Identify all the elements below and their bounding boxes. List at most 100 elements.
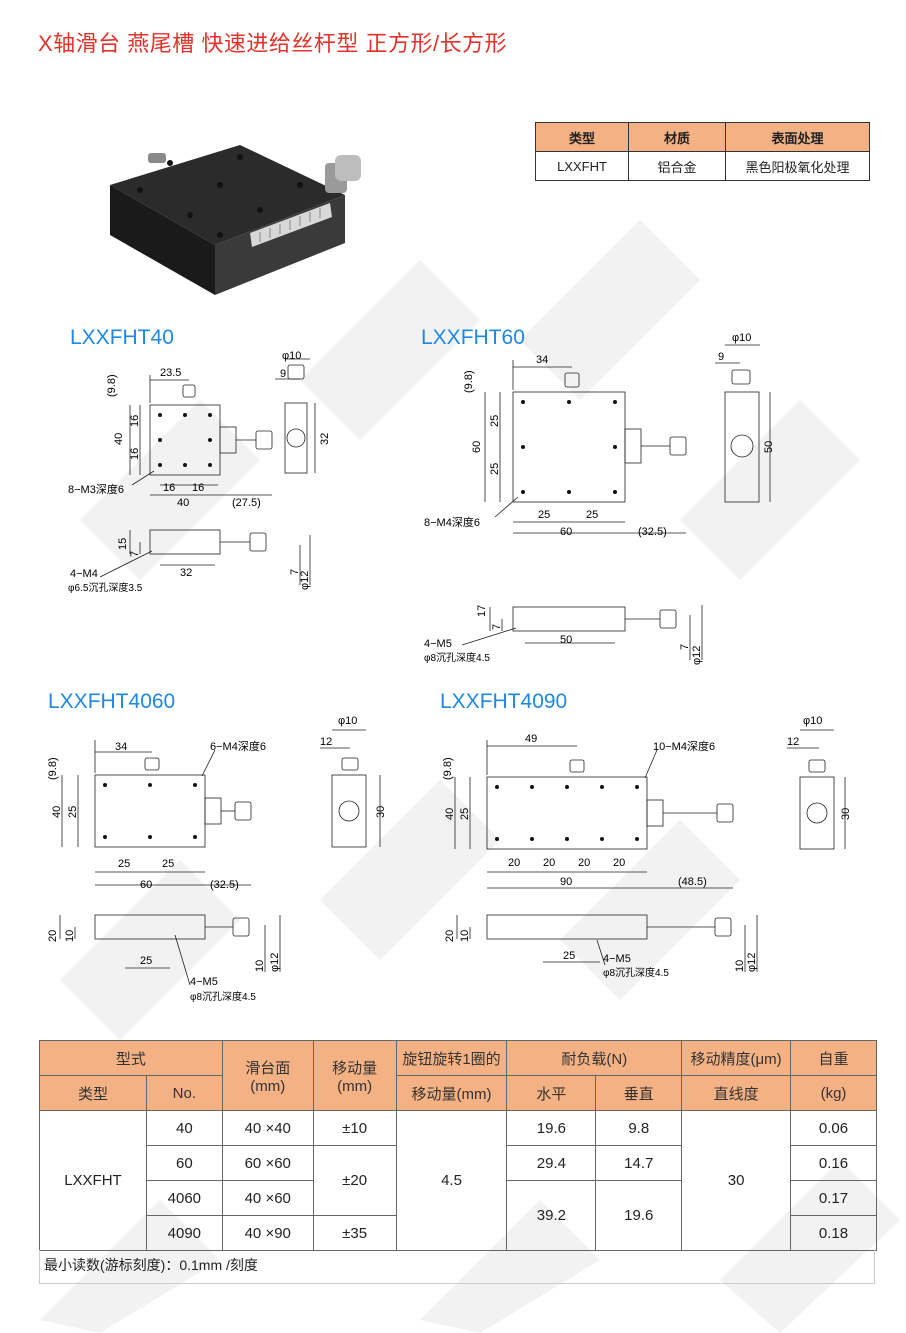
dim-40-o: 32 (180, 567, 192, 579)
h-type: 类型 (39, 1075, 147, 1111)
cell-travel-4: ±35 (312, 1215, 397, 1251)
dim-60-m: 17 (476, 605, 488, 617)
cell-travel-1: ±10 (312, 1110, 397, 1146)
footnote: 最小读数(游标刻度)：0.1mm /刻度 (39, 1250, 875, 1284)
product-image (110, 145, 361, 295)
h-weight-unit: (kg) (790, 1075, 877, 1111)
dim-40-i: (27.5) (232, 497, 261, 509)
spec-table: 类型 材质 表面处理 LXXFHT 铝合金 黑色阳极氧化处理 (535, 122, 870, 181)
spec-material: 铝合金 (628, 151, 726, 181)
model-label-40: LXXFHT40 (70, 326, 174, 349)
hole-40-2: 4−M4 (70, 568, 98, 580)
hole-40-3: φ6.5沉孔深度3.5 (68, 581, 143, 594)
dim-4090-a: 49 (525, 733, 537, 745)
dim-60-c: 60 (471, 441, 483, 453)
dim-40-b: (9.8) (106, 374, 118, 397)
cell-stage-1: 40 ×40 (221, 1110, 314, 1146)
dim-4090-k: φ10 (803, 715, 822, 727)
dim-40-q: φ12 (299, 571, 311, 590)
dim-4060-f: 25 (162, 858, 174, 870)
dim-60-g: 25 (586, 509, 598, 521)
cell-h-1: 19.6 (506, 1110, 597, 1146)
dim-4060-l: 12 (320, 736, 332, 748)
dim-4090-h: 90 (560, 876, 572, 888)
h-travel-label: 移动量 (332, 1059, 378, 1077)
dim-4060-q: φ12 (269, 953, 281, 972)
dim-4060-h: 60 (140, 879, 152, 891)
cell-precision: 30 (681, 1110, 792, 1251)
drawing-lxxfht60: 34 (9.8) 60 25 25 25 25 60 (32.5) 50 φ10… (424, 332, 775, 665)
cell-stage-4: 40 ×90 (221, 1215, 314, 1251)
hole-60-1: 8−M4深度6 (424, 515, 480, 529)
dim-4090-g: 20 (578, 857, 590, 869)
dim-4060-k: φ10 (338, 715, 357, 727)
spec-main-table: 型式 滑台面(mm) 移动量(mm) 旋钮旋转1圈的 耐负载(N) 移动精度(μ… (39, 1040, 877, 1251)
hole-4090-1: 10−M4深度6 (653, 739, 715, 753)
dim-4060-b: (9.8) (47, 757, 59, 780)
dim-60-q: φ12 (691, 646, 703, 665)
cell-h-2: 29.4 (506, 1145, 597, 1181)
drawing-lxxfht40: 23.5 (9.8) 40 16 16 16 16 40 (27.5) 32 φ… (68, 350, 331, 594)
model-label-4090: LXXFHT4090 (440, 690, 568, 713)
hole-4060-2: 4−M5 (190, 976, 218, 988)
h-precision: 移动精度(μm) (681, 1040, 792, 1076)
dim-4090-e: 20 (508, 857, 520, 869)
dim-40-m: 15 (117, 538, 129, 550)
dim-40-f: 16 (163, 482, 175, 494)
cell-w-3: 0.17 (790, 1180, 877, 1216)
dim-4090-g2: 20 (613, 857, 625, 869)
dim-4090-f: 20 (543, 857, 555, 869)
hole-60-2: 4−M5 (424, 638, 452, 650)
dim-4090-b: (9.8) (442, 757, 454, 780)
drawing-lxxfht4090: 49 (9.8) 40 25 20 20 20 20 90 (48.5) 30 … (442, 715, 852, 979)
dim-4090-l: 12 (787, 736, 799, 748)
dim-40-j: 32 (319, 433, 331, 445)
dim-40-n: 7 (129, 551, 141, 557)
dim-4090-q: φ12 (746, 953, 758, 972)
model-label-4060: LXXFHT4060 (48, 690, 176, 713)
dim-4060-i: (32.5) (210, 879, 239, 891)
dim-4090-i: (48.5) (678, 876, 707, 888)
cell-knob: 4.5 (395, 1110, 508, 1251)
spec-header-type: 类型 (535, 122, 629, 152)
dim-4060-j: 30 (375, 806, 387, 818)
cell-stage-2: 60 ×60 (221, 1145, 314, 1181)
cell-w-1: 0.06 (790, 1110, 877, 1146)
h-travel: 移动量(mm) (312, 1040, 397, 1111)
dim-4060-d: 25 (67, 806, 79, 818)
spec-surface: 黑色阳极氧化处理 (725, 151, 870, 181)
h-horizontal: 水平 (506, 1075, 597, 1111)
h-stage: 滑台面(mm) (221, 1040, 314, 1111)
dim-40-p: 7 (289, 569, 301, 575)
h-knob: 旋钮旋转1圈的 (395, 1040, 508, 1076)
cell-stage-3: 40 ×60 (221, 1180, 314, 1216)
dim-40-k: φ10 (282, 350, 301, 362)
dim-4060-a: 34 (115, 741, 127, 753)
dim-40-e: 16 (129, 448, 141, 460)
cell-no-4: 4090 (145, 1215, 223, 1251)
dim-40-c: 40 (113, 433, 125, 445)
dim-4090-d: 25 (459, 808, 471, 820)
dim-60-p: 7 (679, 644, 691, 650)
dim-4090-c: 40 (444, 808, 456, 820)
dim-40-d: 16 (129, 415, 141, 427)
h-straight: 直线度 (681, 1075, 792, 1111)
cell-no-1: 40 (145, 1110, 223, 1146)
dim-40-l: 9 (280, 368, 286, 380)
dim-40-a: 23.5 (160, 367, 181, 379)
cell-no-3: 4060 (145, 1180, 223, 1216)
hole-60-3: φ8沉孔深度4.5 (424, 651, 490, 664)
dim-60-f: 25 (538, 509, 550, 521)
h-load: 耐负载(N) (506, 1040, 683, 1076)
spec-type: LXXFHT (535, 151, 629, 181)
dim-60-e: 25 (489, 463, 501, 475)
dim-4090-o: 25 (563, 950, 575, 962)
h-stage-label: 滑台面 (245, 1059, 291, 1077)
dim-60-k: φ10 (732, 332, 751, 344)
h-vertical: 垂直 (595, 1075, 683, 1111)
spec-header-material: 材质 (628, 122, 726, 152)
h-model: 型式 (39, 1040, 223, 1076)
hole-4090-2: 4−M5 (603, 953, 631, 965)
dim-4060-c: 40 (51, 806, 63, 818)
hole-4090-3: φ8沉孔深度4.5 (603, 966, 669, 979)
